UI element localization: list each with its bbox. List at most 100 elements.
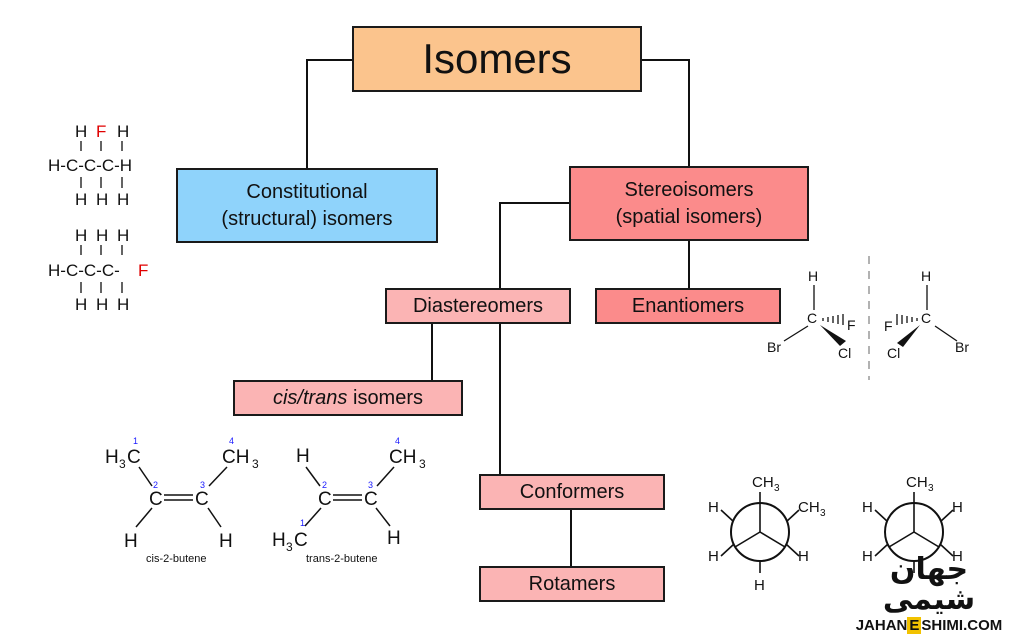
- svg-text:C: C: [195, 489, 209, 510]
- svg-text:H: H: [75, 122, 87, 141]
- svg-text:F: F: [884, 318, 893, 334]
- svg-text:H: H: [117, 295, 129, 314]
- svg-text:H: H: [105, 447, 119, 468]
- connector-stereo-diastereomers: [499, 202, 569, 288]
- conformers-box: Conformers: [479, 474, 665, 510]
- svg-text:3: 3: [368, 480, 373, 490]
- cis-trans-italic: cis/trans: [272, 386, 348, 409]
- svg-text:C: C: [294, 530, 308, 551]
- svg-text:H: H: [219, 531, 233, 552]
- svg-text:3: 3: [252, 457, 259, 471]
- constitutional-isomers-box: Constitutional (structural) isomers: [176, 168, 438, 243]
- watermark-latin-e: E: [907, 617, 922, 634]
- svg-text:3: 3: [774, 483, 780, 494]
- svg-text:C: C: [921, 310, 931, 326]
- svg-text:3: 3: [119, 457, 126, 471]
- stereoisomers-line2: (spatial isomers): [615, 205, 763, 228]
- svg-text:C: C: [364, 489, 378, 510]
- svg-text:H: H: [124, 531, 138, 552]
- svg-text:3: 3: [419, 457, 426, 471]
- watermark-arabic: جهان شیمی: [882, 552, 976, 617]
- svg-text:H: H: [387, 528, 401, 549]
- svg-text:4: 4: [395, 436, 400, 446]
- svg-text:2: 2: [153, 480, 158, 490]
- svg-text:H: H: [96, 295, 108, 314]
- svg-text:C: C: [318, 489, 332, 510]
- stereoisomers-box: Stereoisomers (spatial isomers): [569, 166, 809, 241]
- svg-text:H: H: [75, 190, 87, 209]
- svg-text:H: H: [272, 530, 286, 551]
- svg-text:2: 2: [322, 480, 327, 490]
- svg-text:Cl: Cl: [887, 345, 900, 361]
- rotamers-box: Rotamers: [479, 566, 665, 602]
- svg-text:Cl: Cl: [838, 345, 851, 361]
- svg-text:H: H: [708, 499, 719, 516]
- constitutional-line1: Constitutional: [246, 180, 368, 203]
- svg-text:CH: CH: [222, 447, 249, 468]
- svg-text:Br: Br: [767, 339, 781, 355]
- svg-text:CH: CH: [906, 474, 928, 491]
- enantiomer-left-structure: H C Br Cl F: [767, 268, 856, 361]
- svg-text:C: C: [149, 489, 163, 510]
- rotamers-label: Rotamers: [528, 572, 616, 595]
- svg-text:H: H: [808, 268, 818, 284]
- svg-text:H: H: [96, 190, 108, 209]
- enantiomers-label: Enantiomers: [631, 294, 745, 317]
- svg-text:H: H: [708, 548, 719, 565]
- svg-text:3: 3: [200, 480, 205, 490]
- svg-text:H-C-C-C-H: H-C-C-C-H: [48, 156, 132, 175]
- cis-trans-isomers-box: cis/trans isomers: [233, 380, 463, 416]
- enantiomer-right-structure: H C Br Cl F: [884, 268, 969, 361]
- svg-text:H: H: [952, 548, 963, 565]
- svg-text:Br: Br: [955, 339, 969, 355]
- svg-text:H: H: [75, 226, 87, 245]
- svg-text:H: H: [75, 295, 87, 314]
- svg-text:3: 3: [928, 483, 934, 494]
- svg-text:F: F: [96, 122, 106, 141]
- svg-text:CH: CH: [798, 499, 820, 516]
- cis-trans-rest: isomers: [347, 386, 424, 409]
- connector-isomers-stereo: [642, 59, 690, 166]
- stereoisomers-line1: Stereoisomers: [624, 178, 754, 201]
- svg-text:C: C: [127, 447, 141, 468]
- svg-text:H: H: [798, 548, 809, 565]
- cis-trans-label: cis/trans isomers: [273, 385, 423, 412]
- diastereomers-box: Diastereomers: [385, 288, 571, 324]
- enantiomers-box: Enantiomers: [595, 288, 781, 324]
- svg-text:H: H: [96, 226, 108, 245]
- svg-text:4: 4: [229, 436, 234, 446]
- svg-text:H: H: [754, 577, 765, 594]
- svg-text:1: 1: [133, 436, 138, 446]
- watermark-latin-a: JAHAN: [855, 617, 908, 634]
- svg-text:CH: CH: [752, 474, 774, 491]
- svg-text:3: 3: [820, 508, 826, 519]
- isomers-title-box: Isomers: [352, 26, 642, 92]
- constitutional-line2: (structural) isomers: [221, 207, 393, 230]
- svg-text:F: F: [138, 261, 148, 280]
- svg-text:3: 3: [286, 540, 293, 554]
- conformers-label: Conformers: [519, 480, 625, 503]
- watermark-latin-b: SHIMI.COM: [921, 617, 1003, 634]
- svg-text:H-C-C-C-: H-C-C-C-: [48, 261, 120, 280]
- svg-text:1: 1: [300, 518, 305, 528]
- svg-text:H: H: [117, 190, 129, 209]
- svg-text:F: F: [847, 317, 856, 333]
- svg-text:C: C: [807, 310, 817, 326]
- svg-text:CH: CH: [389, 447, 416, 468]
- svg-text:H: H: [862, 548, 873, 565]
- svg-text:H: H: [117, 122, 129, 141]
- svg-text:H: H: [952, 499, 963, 516]
- isomers-title: Isomers: [422, 34, 572, 82]
- svg-text:H: H: [862, 499, 873, 516]
- connector-isomers-constitutional: [306, 59, 352, 168]
